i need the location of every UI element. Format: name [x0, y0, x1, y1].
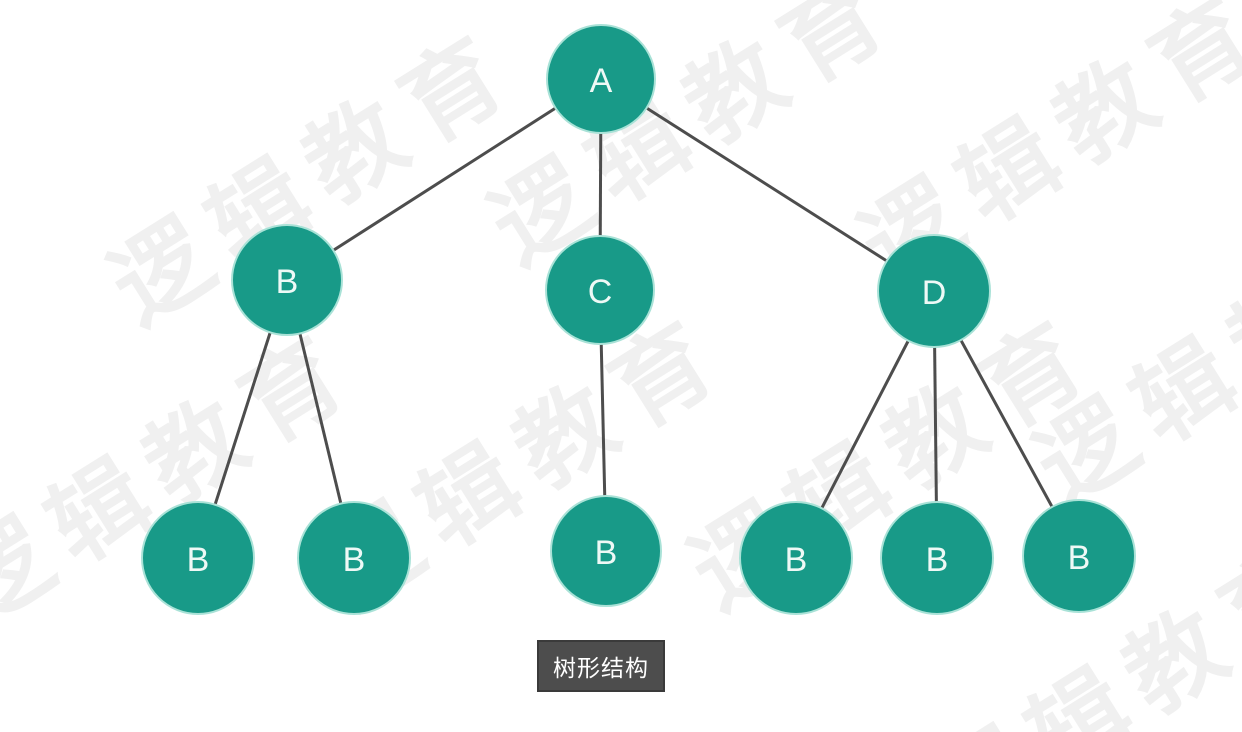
node-label-B6: B: [1068, 539, 1091, 577]
node-circle-B4: [739, 501, 853, 615]
tree-edge-A-B: [286, 77, 602, 282]
node-label-C: C: [588, 273, 613, 311]
node-label-B1: B: [187, 541, 210, 579]
node-label-D: D: [922, 274, 947, 312]
tree-node-B6: B: [1022, 499, 1136, 613]
node-label-B5: B: [926, 541, 949, 579]
node-label-B3: B: [595, 534, 618, 572]
node-circle-A: [546, 24, 656, 134]
node-circle-B6: [1022, 499, 1136, 613]
node-label-B: B: [276, 263, 299, 301]
node-circle-B1: [141, 501, 255, 615]
node-label-B2: B: [343, 541, 366, 579]
node-label-B4: B: [785, 541, 808, 579]
tree-node-D: D: [877, 234, 991, 348]
node-label-A: A: [590, 62, 613, 100]
node-circle-B: [231, 224, 343, 336]
tree-node-A: A: [546, 24, 656, 134]
node-circle-B2: [297, 501, 411, 615]
node-circle-B5: [880, 501, 994, 615]
node-circle-B3: [550, 495, 662, 607]
tree-node-B2: B: [297, 501, 411, 615]
node-circle-D: [877, 234, 991, 348]
tree-node-B5: B: [880, 501, 994, 615]
node-circle-C: [545, 235, 655, 345]
tree-node-B1: B: [141, 501, 255, 615]
tree-node-B3: B: [550, 495, 662, 607]
tree-node-B: B: [231, 224, 343, 336]
tree-node-B4: B: [739, 501, 853, 615]
tree-edge-A-D: [600, 77, 935, 293]
tree-node-C: C: [545, 235, 655, 345]
caption-label: 树形结构: [537, 640, 665, 692]
